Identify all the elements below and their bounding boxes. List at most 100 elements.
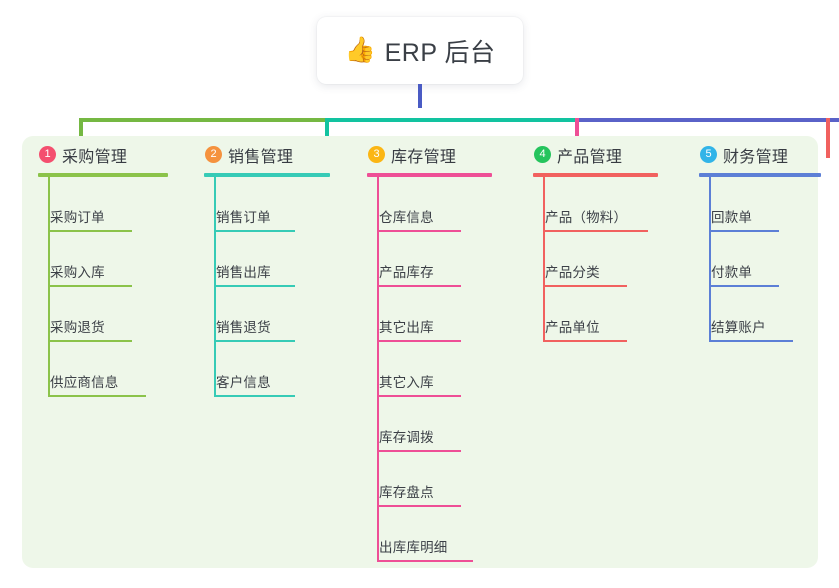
branch-header-3[interactable]: 3 库存管理 [351,136,517,173]
branch-item[interactable]: 销售退货 [188,287,351,342]
branch-spine [377,175,379,562]
branch-item-underline [709,340,793,342]
branch-title: 采购管理 [62,148,128,166]
branch-item[interactable]: 采购入库 [22,232,188,287]
branch-header-1[interactable]: 1 采购管理 [22,136,188,173]
branch-item-underline [48,395,146,397]
branch-item[interactable]: 销售出库 [188,232,351,287]
branch-title: 产品管理 [557,148,623,166]
branch-item-underline [377,560,473,562]
branch-underline [38,173,168,177]
branch-item-underline [377,395,461,397]
content-panel [22,136,818,568]
root-node-title: ERP 后台 [384,38,496,67]
branch-item-label: 销售退货 [216,320,271,335]
root-node-card[interactable]: 👍 ERP 后台 [317,17,523,84]
branch-item-label: 仓库信息 [379,210,434,225]
branch-header-5[interactable]: 5 财务管理 [683,136,818,173]
branch-item[interactable]: 产品库存 [351,232,517,287]
branch-item[interactable]: 产品分类 [517,232,683,287]
branch-item[interactable]: 结算账户 [683,287,818,342]
branch-item[interactable]: 供应商信息 [22,342,188,397]
branch-item-underline [214,285,295,287]
branch-number-badge: 4 [534,146,551,163]
branch-number-badge: 3 [368,146,385,163]
thumbs-up-icon: 👍 [344,36,376,64]
branch-underline [204,173,330,177]
branch-item[interactable]: 回款单 [683,177,818,232]
branch-item-list: 采购订单采购入库采购退货供应商信息 [22,177,188,397]
branch-underline [367,173,492,177]
branch-item[interactable]: 其它入库 [351,342,517,397]
branch-item-label: 库存调拨 [379,430,434,445]
branch-item-underline [214,230,295,232]
branch-item-list: 仓库信息产品库存其它出库其它入库库存调拨库存盘点出库库明细 [351,177,517,562]
bus-segment-green [79,118,329,122]
branch-item-label: 销售出库 [216,265,271,280]
branch-item-underline [377,230,461,232]
branch-column-3: 3 库存管理仓库信息产品库存其它出库其它入库库存调拨库存盘点出库库明细 [351,136,517,568]
branch-item-label: 销售订单 [216,210,271,225]
branch-item-label: 产品库存 [379,265,434,280]
root-stem-connector [418,84,422,108]
branch-item-label: 采购订单 [50,210,105,225]
branch-item-underline [214,340,295,342]
branch-item-underline [709,230,779,232]
branch-column-4: 4 产品管理产品（物料） 产品分类产品单位 [517,136,683,568]
branch-item-underline [48,340,132,342]
branch-column-5: 5 财务管理回款单付款单结算账户 [683,136,821,568]
branch-item[interactable]: 付款单 [683,232,818,287]
branch-header-4[interactable]: 4 产品管理 [517,136,683,173]
branch-spine [709,175,711,342]
branch-title: 销售管理 [228,148,294,166]
branch-item[interactable]: 产品单位 [517,287,683,342]
branch-underline [533,173,658,177]
branch-item-list: 产品（物料） 产品分类产品单位 [517,177,683,342]
branch-item[interactable]: 客户信息 [188,342,351,397]
branch-item[interactable]: 产品（物料） [517,177,683,232]
branch-column-1: 1 采购管理采购订单采购入库采购退货供应商信息 [22,136,188,568]
branch-title: 库存管理 [391,148,457,166]
branch-item[interactable]: 销售订单 [188,177,351,232]
branch-item[interactable]: 采购订单 [22,177,188,232]
branch-item-underline [377,285,461,287]
branch-item-label: 回款单 [711,210,753,225]
branch-item-underline [48,285,132,287]
branch-item[interactable]: 出库库明细 [351,507,517,562]
branch-item-label: 供应商信息 [50,375,119,390]
branch-spine [543,175,545,342]
branch-item-label: 产品（物料） [545,210,628,225]
branch-item-label: 产品分类 [545,265,600,280]
branch-item[interactable]: 库存调拨 [351,397,517,452]
branch-number-badge: 5 [700,146,717,163]
bus-segment-blue [576,118,839,122]
branch-underline [699,173,821,177]
branch-item[interactable]: 其它出库 [351,287,517,342]
branch-item[interactable]: 采购退货 [22,287,188,342]
branch-item-underline [377,340,461,342]
branch-item-underline [214,395,295,397]
branch-spine [48,175,50,397]
branch-drop-4 [826,118,830,158]
branch-number-badge: 1 [39,146,56,163]
branch-item-underline [48,230,132,232]
branch-item-underline [377,505,461,507]
branch-item-underline [543,230,648,232]
branch-item-label: 其它入库 [379,375,434,390]
branch-item-underline [709,285,779,287]
branch-item-underline [543,340,627,342]
branch-item-label: 客户信息 [216,375,271,390]
branch-item-label: 其它出库 [379,320,434,335]
branch-item[interactable]: 仓库信息 [351,177,517,232]
bus-segment-teal [326,118,579,122]
branch-item-label: 付款单 [711,265,753,280]
branch-item-underline [543,285,627,287]
branch-title: 财务管理 [723,148,789,166]
branch-item[interactable]: 库存盘点 [351,452,517,507]
branch-item-list: 销售订单销售出库销售退货客户信息 [188,177,351,397]
branch-item-label: 采购入库 [50,265,105,280]
branch-item-underline [377,450,461,452]
